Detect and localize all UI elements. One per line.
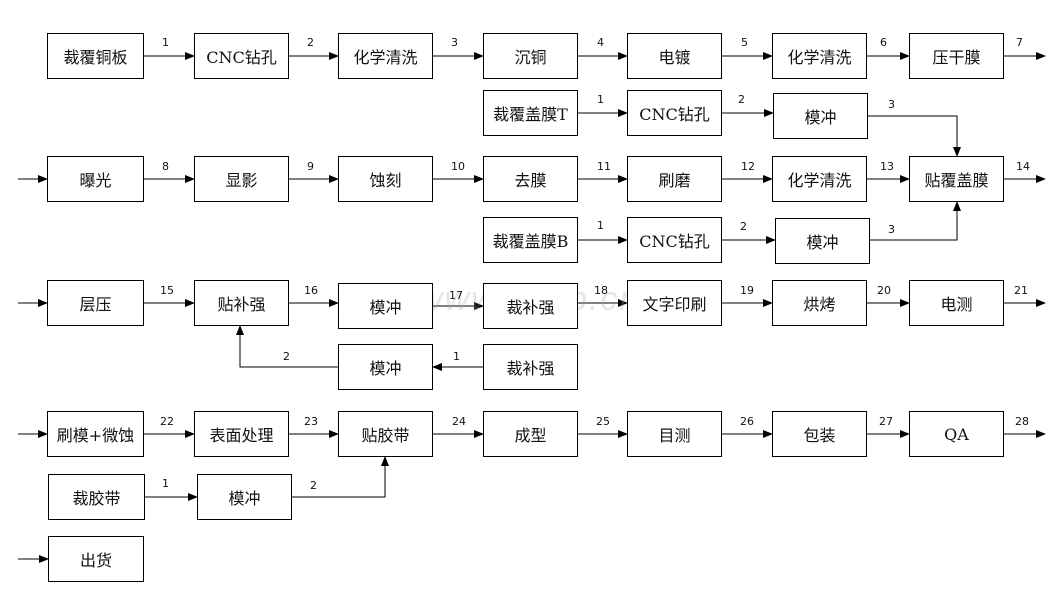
step-number: 1 — [162, 36, 169, 49]
step-number: 1 — [597, 219, 604, 232]
step-number: 2 — [738, 93, 745, 106]
step-cnc-drilling: CNC钻孔 — [194, 33, 289, 79]
step-number: 2 — [310, 479, 317, 492]
step-brush-microetch: 刷模+微蚀 — [47, 411, 144, 457]
step-cnc-drilling-top: CNC钻孔 — [627, 90, 722, 136]
step-cut-coverlay-top: 裁覆盖膜T — [483, 90, 578, 136]
step-dry-film-lamination: 压干膜 — [909, 33, 1004, 79]
step-number: 12 — [741, 160, 755, 173]
step-apply-tape: 贴胶带 — [338, 411, 433, 457]
step-number: 3 — [888, 223, 895, 236]
step-exposure: 曝光 — [47, 156, 144, 202]
step-number: 16 — [304, 284, 318, 297]
step-number: 21 — [1014, 284, 1028, 297]
step-number: 2 — [283, 350, 290, 363]
step-number: 13 — [880, 160, 894, 173]
step-number: 2 — [307, 36, 314, 49]
step-number: 9 — [307, 160, 314, 173]
step-shipping: 出货 — [48, 536, 144, 582]
flow-arrow — [870, 201, 961, 241]
step-cut-stiffener: 裁补强 — [483, 283, 578, 329]
step-number: 15 — [160, 284, 174, 297]
step-electroplating: 电镀 — [627, 33, 722, 79]
step-film-stripping: 去膜 — [483, 156, 578, 202]
step-number: 3 — [451, 36, 458, 49]
step-electroless-copper: 沉铜 — [483, 33, 578, 79]
step-number: 4 — [597, 36, 604, 49]
step-lamination: 层压 — [47, 280, 144, 326]
flow-arrow — [236, 325, 338, 368]
step-qa: QA — [909, 411, 1004, 457]
step-apply-stiffener: 贴补强 — [194, 280, 289, 326]
step-number: 26 — [740, 415, 754, 428]
step-number: 23 — [304, 415, 318, 428]
step-number: 14 — [1016, 160, 1030, 173]
step-legend-printing: 文字印刷 — [627, 280, 722, 326]
step-number: 24 — [452, 415, 466, 428]
step-number: 5 — [741, 36, 748, 49]
step-number: 2 — [740, 220, 747, 233]
step-die-punch-bottom: 模冲 — [775, 218, 870, 264]
flow-arrow — [292, 456, 389, 498]
step-cut-copper-clad: 裁覆铜板 — [47, 33, 144, 79]
step-baking: 烘烤 — [772, 280, 867, 326]
step-number: 11 — [597, 160, 611, 173]
step-number: 6 — [880, 36, 887, 49]
step-number: 17 — [449, 289, 463, 302]
step-number: 1 — [597, 93, 604, 106]
step-surface-treatment: 表面处理 — [194, 411, 289, 457]
step-chemical-cleaning: 化学清洗 — [338, 33, 433, 79]
step-brushing: 刷磨 — [627, 156, 722, 202]
step-number: 25 — [596, 415, 610, 428]
step-number: 27 — [879, 415, 893, 428]
step-number: 3 — [888, 98, 895, 111]
step-forming: 成型 — [483, 411, 578, 457]
step-number: 1 — [162, 477, 169, 490]
step-number: 1 — [453, 350, 460, 363]
step-number: 10 — [451, 160, 465, 173]
step-number: 22 — [160, 415, 174, 428]
step-cut-coverlay-bottom: 裁覆盖膜B — [483, 217, 578, 263]
step-chemical-cleaning-3: 化学清洗 — [772, 156, 867, 202]
step-die-punch-top: 模冲 — [773, 93, 868, 139]
step-electrical-test: 电测 — [909, 280, 1004, 326]
step-stiffener-die-punch: 模冲 — [338, 344, 433, 390]
step-developing: 显影 — [194, 156, 289, 202]
step-die-punch: 模冲 — [338, 283, 433, 329]
step-stiffener-cut: 裁补强 — [483, 344, 578, 390]
step-etching: 蚀刻 — [338, 156, 433, 202]
step-number: 7 — [1016, 36, 1023, 49]
step-apply-coverlay: 贴覆盖膜 — [909, 156, 1004, 202]
flow-arrow — [868, 115, 961, 157]
step-packaging: 包装 — [772, 411, 867, 457]
step-chemical-cleaning-2: 化学清洗 — [772, 33, 867, 79]
step-cut-tape: 裁胶带 — [48, 474, 145, 520]
step-number: 20 — [877, 284, 891, 297]
step-visual-inspection: 目测 — [627, 411, 722, 457]
step-number: 28 — [1015, 415, 1029, 428]
step-number: 18 — [594, 284, 608, 297]
step-tape-die-punch: 模冲 — [197, 474, 292, 520]
step-cnc-drilling-bottom: CNC钻孔 — [627, 217, 722, 263]
step-number: 8 — [162, 160, 169, 173]
step-number: 19 — [740, 284, 754, 297]
